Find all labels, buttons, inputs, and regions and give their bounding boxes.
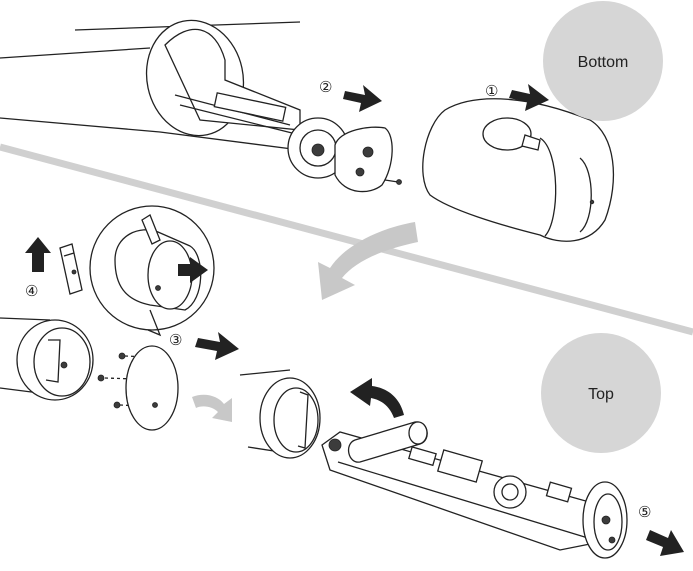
clip-part [60, 244, 82, 294]
bottom-label: Bottom [578, 54, 629, 71]
handle-bottom-open [0, 11, 348, 178]
cap-plate [126, 346, 178, 430]
detail-magnifier [90, 206, 214, 335]
housing-left [0, 318, 93, 400]
step-2-label: ② [319, 79, 332, 96]
step-4-arrow [25, 237, 51, 272]
step-5-label: ⑤ [638, 504, 651, 521]
end-cap-right [583, 482, 627, 558]
top-label: Top [588, 386, 614, 403]
housing-ring [240, 370, 320, 458]
bottom-cover [423, 99, 614, 241]
small-gray-arrow [192, 395, 232, 422]
end-cap-part [335, 127, 402, 191]
step-2-arrow [343, 85, 382, 112]
step-1-label: ① [485, 83, 498, 100]
step-3-label: ③ [169, 332, 182, 349]
step-5-arrow [646, 530, 684, 556]
step-4-label: ④ [25, 283, 38, 300]
step-3-arrow [195, 332, 239, 360]
battery-arrow [350, 378, 404, 418]
